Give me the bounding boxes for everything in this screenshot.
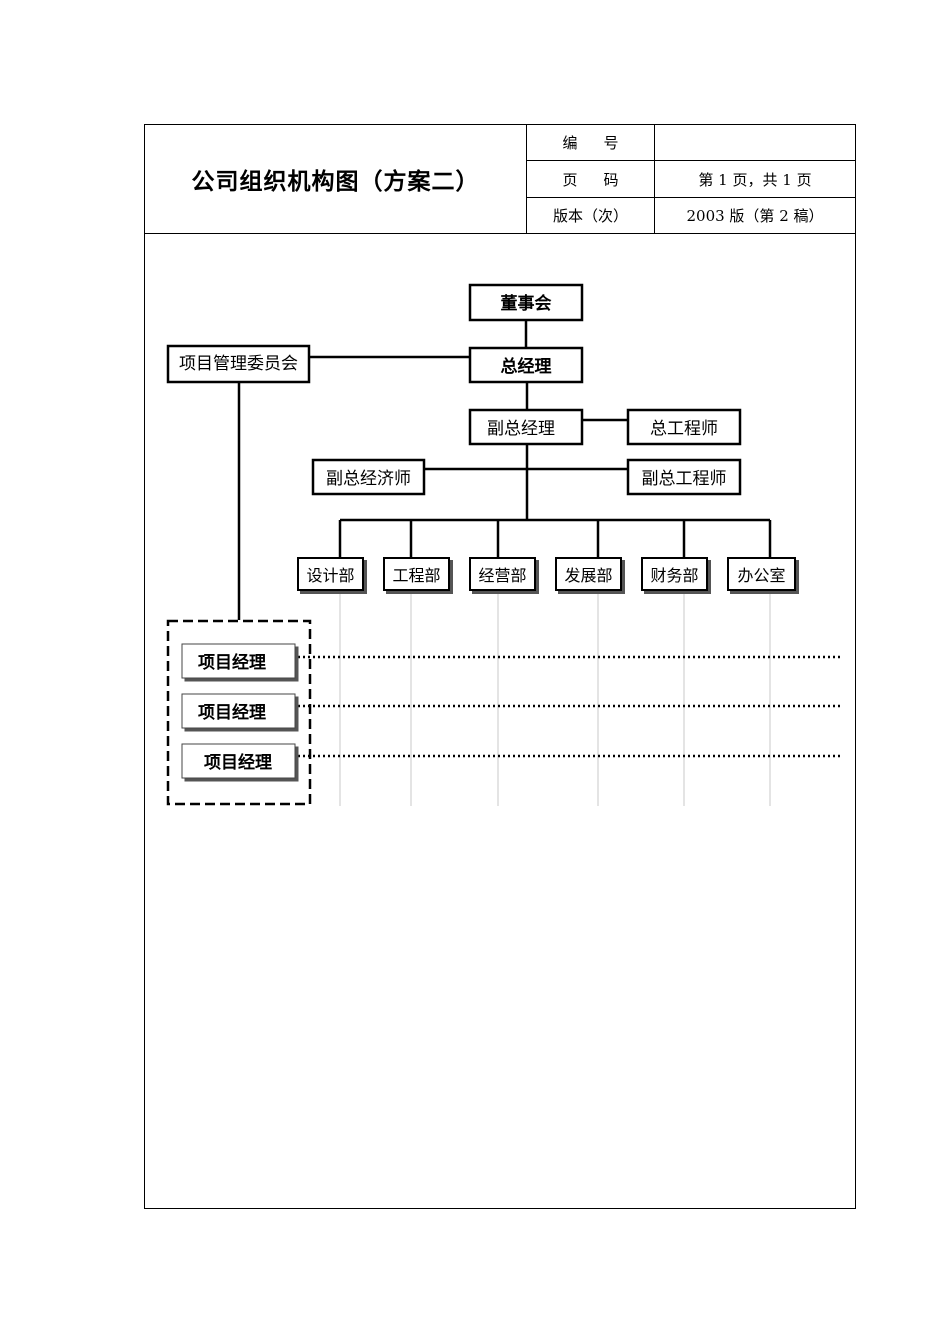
header-table: 公司组织机构图（方案二） 编号 页码 第 1 页，共 1 页 版本（次） 200… [145,125,855,234]
node-project-committee-label: 项目管理委员会 [179,354,298,374]
label-version: 版本（次） [527,198,655,233]
node-chief-engineer: 总工程师 [626,408,742,446]
node-deputy-engineer-label: 副总工程师 [642,469,727,489]
document-frame: 公司组织机构图（方案二） 编号 页码 第 1 页，共 1 页 版本（次） 200… [144,124,856,1209]
project-manager-1-label: 项目经理 [198,652,266,673]
project-manager-2-label: 项目经理 [198,702,266,723]
value-version: 2003 版（第 2 稿） [686,207,824,225]
value-page: 第 1 页，共 1 页 [655,161,855,198]
node-deputy-gm: 副总经理 [468,408,584,446]
label-number: 编号 [527,125,655,161]
node-deputy-economist-label: 副总经济师 [326,469,411,489]
node-dept-development: 发展部 [555,557,622,591]
node-dept-finance: 财务部 [641,557,708,591]
node-dept-operations: 经营部 [469,557,536,591]
project-group-box [166,619,312,806]
label-page: 页码 [527,161,655,198]
node-general-manager-label: 总经理 [501,356,552,377]
node-project-committee: 项目管理委员会 [166,344,311,384]
project-dotted-lines [298,655,840,758]
connectors [237,320,772,620]
dept-engineering-label: 工程部 [392,566,440,585]
node-project-manager-2: 项目经理 [181,693,296,729]
node-project-manager-1: 项目经理 [181,643,296,679]
node-chief-engineer-label: 总工程师 [650,419,718,439]
node-deputy-engineer: 副总工程师 [626,458,742,496]
value-number [655,125,855,161]
node-dept-design: 设计部 [297,557,364,591]
node-project-manager-3: 项目经理 [181,743,296,779]
dept-design-label: 设计部 [306,566,354,585]
node-deputy-gm-label: 副总经理 [487,419,555,439]
node-board: 董事会 [468,283,584,322]
dept-operations-label: 经营部 [478,566,526,585]
dept-development-label: 发展部 [564,566,612,585]
dept-office-label: 办公室 [737,566,785,585]
project-manager-3-label: 项目经理 [204,752,272,773]
node-general-manager: 总经理 [468,346,584,384]
node-dept-office: 办公室 [727,557,796,591]
node-dept-engineering: 工程部 [383,557,450,591]
node-board-label: 董事会 [501,293,552,314]
node-deputy-economist: 副总经济师 [311,458,426,496]
dept-finance-label: 财务部 [650,566,698,585]
page-title: 公司组织机构图（方案二） [145,125,527,233]
